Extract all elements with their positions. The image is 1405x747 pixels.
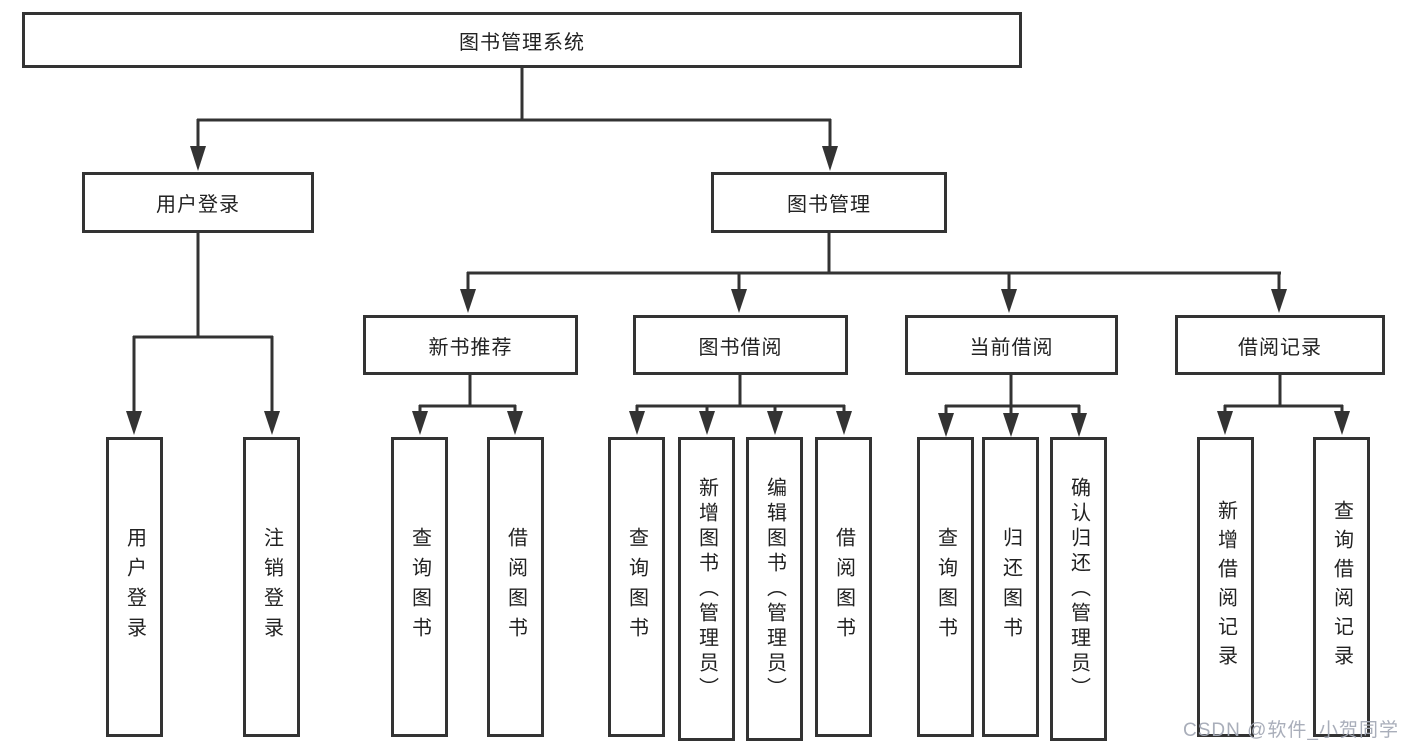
leaf-cb-confirm-return-admin: 确认归还（管理员） xyxy=(1050,437,1107,741)
leaf-logout: 注销登录 xyxy=(243,437,300,737)
book-mgmt-label: 图书管理 xyxy=(787,194,871,216)
root-label: 图书管理系统 xyxy=(459,31,585,54)
leaf-label: 归还图书 xyxy=(999,527,1022,647)
connector-new-book-rec-to-leaves xyxy=(412,375,523,435)
leaf-label: 查询图书 xyxy=(934,527,957,647)
book-borrow-label: 图书借阅 xyxy=(698,336,783,359)
new-book-rec-label: 新书推荐 xyxy=(428,336,513,359)
connector-book-mgmt-to-sections xyxy=(460,233,1287,313)
leaf-label: 注销登录 xyxy=(260,527,283,647)
node-new-book-rec: 新书推荐 xyxy=(363,315,578,375)
leaf-bb-query-books: 查询图书 xyxy=(608,437,665,737)
leaf-cb-query-books: 查询图书 xyxy=(917,437,974,737)
leaf-rec-query-books: 查询图书 xyxy=(391,437,448,737)
leaf-br-query-record: 查询借阅记录 xyxy=(1313,437,1370,737)
leaf-rec-borrow-books: 借阅图书 xyxy=(487,437,544,737)
node-book-borrow: 图书借阅 xyxy=(633,315,848,375)
leaf-br-add-record: 新增借阅记录 xyxy=(1197,437,1254,737)
leaf-label: 借阅图书 xyxy=(832,527,855,647)
leaf-bb-edit-books-admin: 编辑图书（管理员） xyxy=(746,437,803,741)
leaf-label: 确认归还（管理员） xyxy=(1067,476,1090,702)
leaf-label: 借阅图书 xyxy=(504,527,527,647)
connector-book-borrow-to-leaves xyxy=(629,375,852,435)
node-current-borrow: 当前借阅 xyxy=(905,315,1118,375)
current-borrow-label: 当前借阅 xyxy=(969,336,1054,359)
csdn-watermark: CSDN @软件_小贺同学 xyxy=(1183,720,1399,741)
leaf-label: 新增图书（管理员） xyxy=(695,476,718,702)
leaf-label: 查询图书 xyxy=(625,527,648,647)
connector-borrow-records-to-leaves xyxy=(1217,375,1350,435)
leaf-bb-add-books-admin: 新增图书（管理员） xyxy=(678,437,735,741)
borrow-records-label: 借阅记录 xyxy=(1238,336,1322,359)
leaf-bb-borrow-books: 借阅图书 xyxy=(815,437,872,737)
node-book-mgmt: 图书管理 xyxy=(711,172,947,233)
connector-current-borrow-to-leaves xyxy=(938,375,1087,437)
leaf-user-login: 用户登录 xyxy=(106,437,163,737)
connector-user-login-to-leaves xyxy=(126,233,280,435)
leaf-cb-return-books: 归还图书 xyxy=(982,437,1039,737)
leaf-label: 查询借阅记录 xyxy=(1330,500,1353,674)
node-library-system-root: 图书管理系统 xyxy=(22,12,1022,68)
user-login-label: 用户登录 xyxy=(156,194,240,216)
connector-root-to-level2 xyxy=(190,68,838,171)
leaf-label: 查询图书 xyxy=(408,527,431,647)
node-borrow-records: 借阅记录 xyxy=(1175,315,1385,375)
leaf-label: 用户登录 xyxy=(123,527,146,647)
leaf-label: 编辑图书（管理员） xyxy=(763,476,786,702)
leaf-label: 新增借阅记录 xyxy=(1214,500,1237,674)
node-user-login: 用户登录 xyxy=(82,172,314,233)
